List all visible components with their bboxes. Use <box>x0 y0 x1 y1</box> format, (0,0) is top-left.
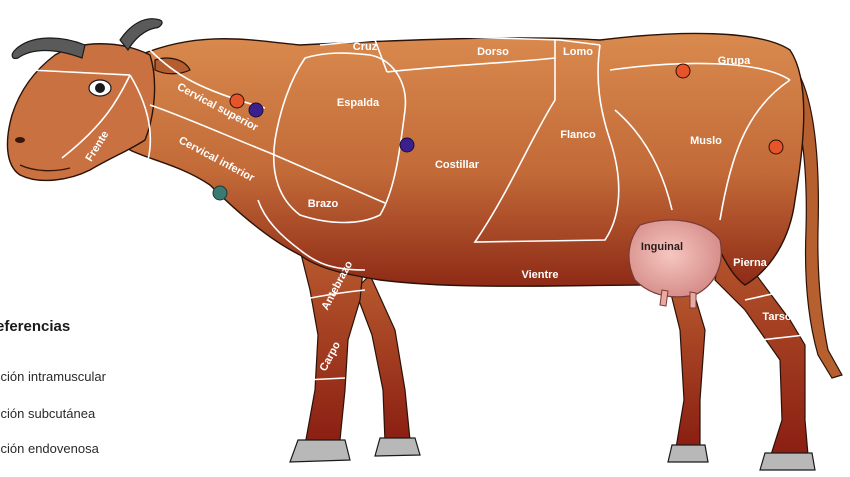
legend-title: eferencias <box>0 318 70 335</box>
rear-leg-far <box>670 280 705 448</box>
hoof <box>760 453 815 470</box>
hoof <box>375 438 420 456</box>
legend-item-subcutanea: cción subcutánea <box>0 406 95 421</box>
label-costillar: Costillar <box>435 159 480 171</box>
marker-intramuscular <box>230 94 244 108</box>
label-inguinal: Inguinal <box>641 241 683 253</box>
label-tarso: Tarso <box>762 311 791 323</box>
label-muslo: Muslo <box>690 135 722 147</box>
eye-pupil <box>95 83 105 93</box>
marker-intramuscular <box>769 140 783 154</box>
label-lomo: Lomo <box>563 46 593 58</box>
legend-item-intramuscular: cción intramuscular <box>0 369 106 384</box>
horn-right <box>120 19 162 50</box>
front-leg-far <box>355 275 410 442</box>
label-dorso: Dorso <box>477 46 509 58</box>
nostril <box>15 137 25 143</box>
teat <box>660 290 668 306</box>
hoof <box>290 440 350 462</box>
marker-subcutanea <box>400 138 414 152</box>
teat <box>690 292 696 308</box>
label-cruz: Cruz <box>353 41 378 53</box>
udder <box>629 220 721 297</box>
cow-head <box>7 44 154 181</box>
hoof <box>668 445 708 462</box>
label-flanco: Flanco <box>560 129 596 141</box>
marker-intramuscular <box>676 64 690 78</box>
label-vientre: Vientre <box>521 269 558 281</box>
label-brazo: Brazo <box>308 198 339 210</box>
label-pierna: Pierna <box>733 257 768 269</box>
label-espalda: Espalda <box>337 97 380 109</box>
legend-item-endovenosa: cción endovenosa <box>0 441 99 456</box>
marker-endovenosa <box>213 186 227 200</box>
marker-subcutanea <box>249 103 263 117</box>
horn-left <box>12 38 85 58</box>
label-grupa: Grupa <box>718 55 751 67</box>
